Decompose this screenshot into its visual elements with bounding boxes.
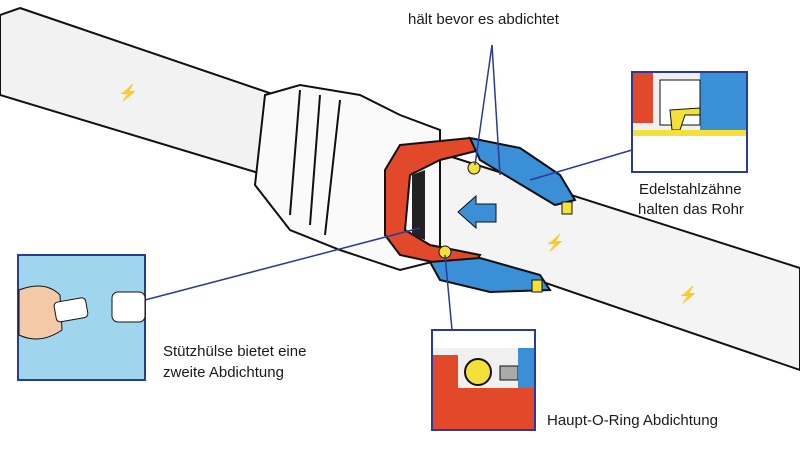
pipe-marking-icon: ⚡ bbox=[678, 285, 698, 304]
teeth-inset bbox=[631, 71, 748, 173]
fitting-body bbox=[253, 83, 577, 294]
label-holds-before-seal: hält bevor es abdichtet bbox=[408, 11, 559, 28]
label-sleeve-line2: zweite Abdichtung bbox=[163, 364, 284, 381]
sleeve-inset bbox=[17, 254, 146, 381]
pipe-marking-icon: ⚡ bbox=[118, 83, 138, 102]
label-sleeve-line1: Stützhülse bietet eine bbox=[163, 343, 307, 360]
label-main-oring: Haupt-O-Ring Abdichtung bbox=[547, 412, 718, 429]
oring-inset bbox=[431, 329, 536, 431]
label-teeth-line1: Edelstahlzähne bbox=[639, 181, 742, 198]
flow-arrow-icon bbox=[457, 194, 497, 230]
left-pipe: ⚡ bbox=[0, 6, 292, 177]
leader-lines bbox=[144, 44, 633, 331]
label-teeth-line2: halten das Rohr bbox=[638, 201, 744, 218]
pipe-marking-icon: ⚡ bbox=[545, 233, 565, 252]
